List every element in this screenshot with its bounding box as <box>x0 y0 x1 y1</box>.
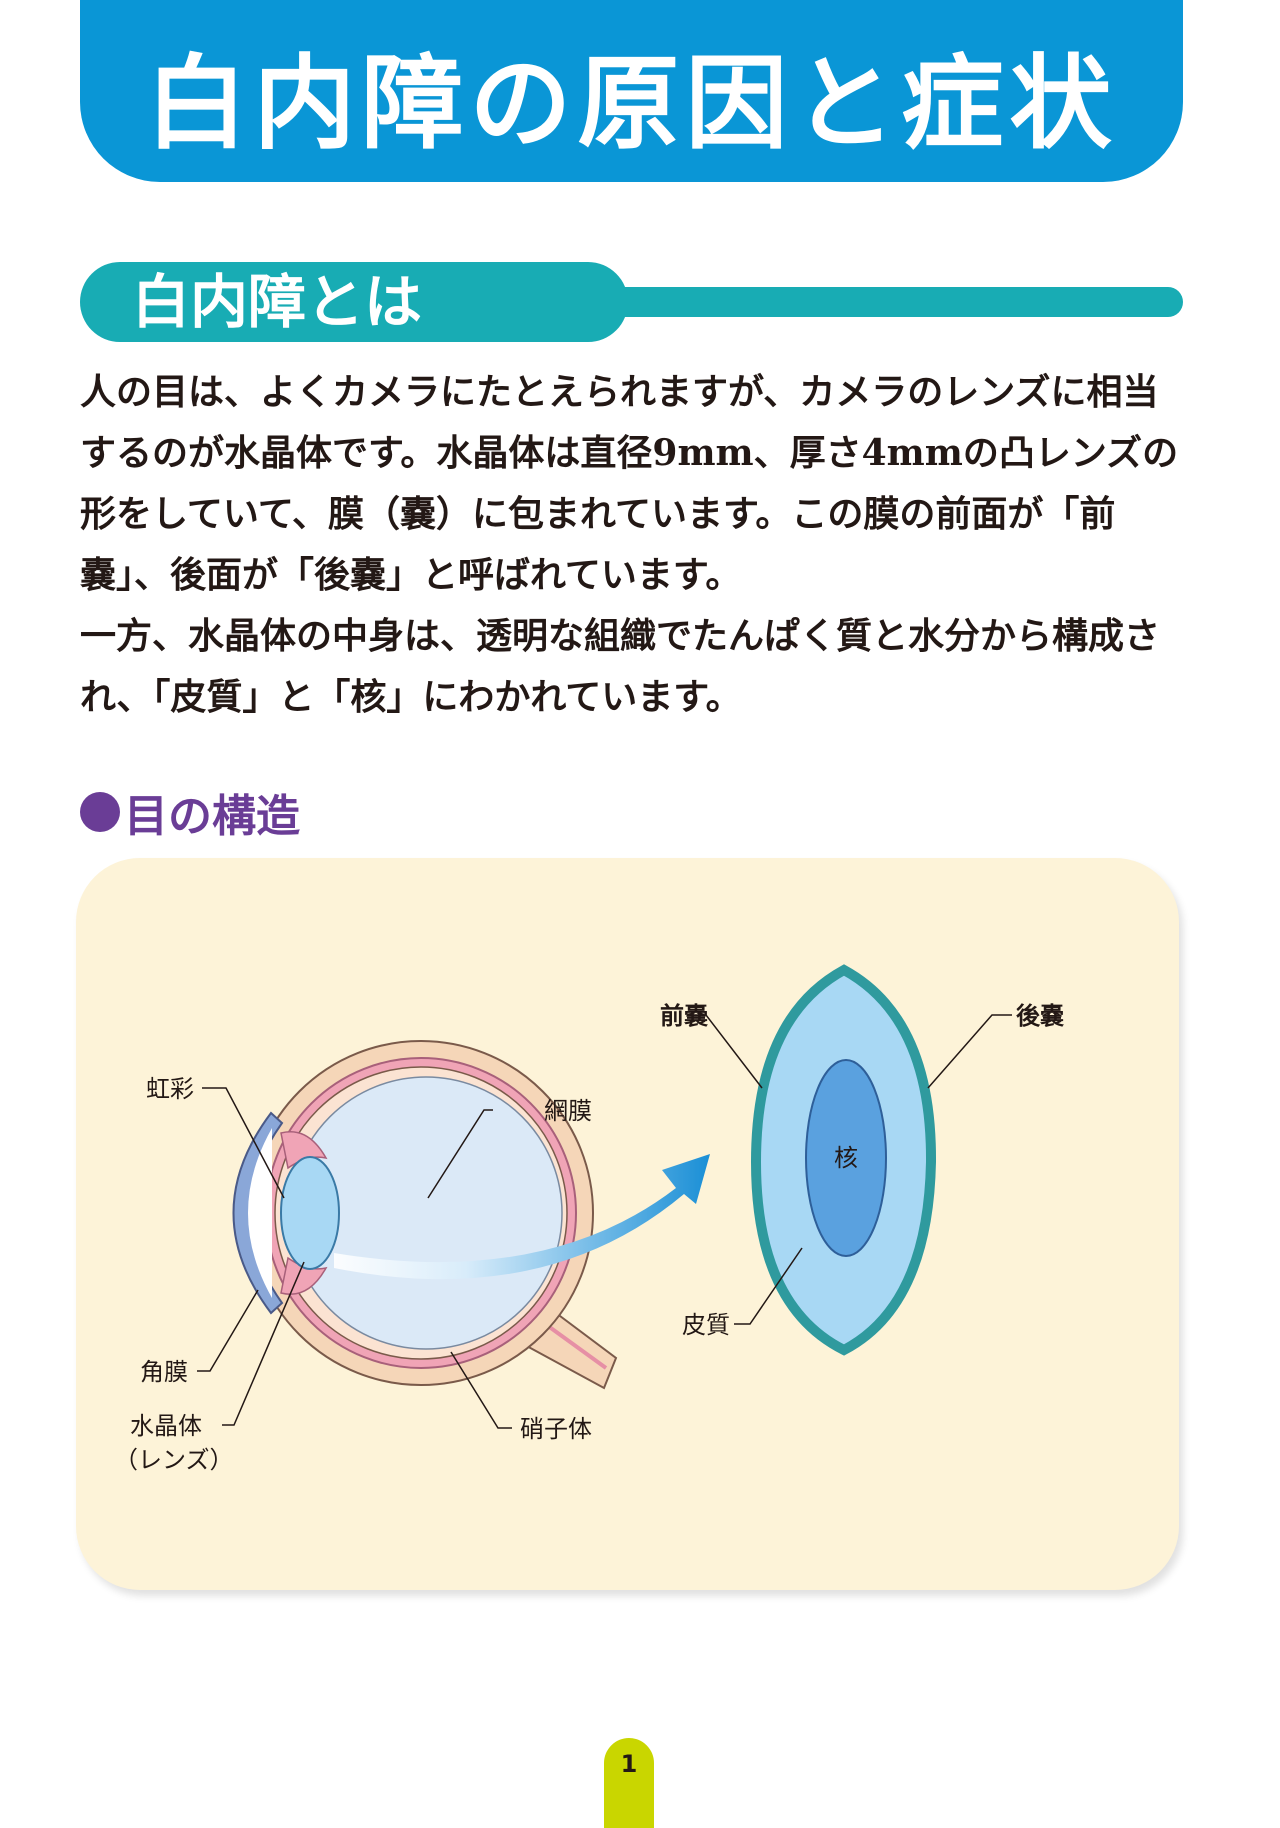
eye-structure-illustration: 虹彩 網膜 角膜 水晶体 （レンズ） 硝子体 前嚢 後嚢 核 皮質 <box>114 964 1065 1474</box>
cortex-leader-line <box>734 1247 803 1325</box>
label-iris: 虹彩 <box>146 1075 194 1103</box>
body-paragraph-2: 一方、水晶体の中身は、透明な組織でたんぱく質と水分から構成され、「皮質」と「核」… <box>80 615 1161 718</box>
label-lens-line1: 水晶体 <box>130 1412 202 1440</box>
section-heading-bar <box>600 287 1183 317</box>
body-text: 人の目は、よくカメラにたとえられますが、カメラのレンズに相当するのが水晶体です。… <box>80 362 1190 728</box>
title-banner: 白内障の原因と症状 <box>80 0 1183 182</box>
body-paragraph-1: 人の目は、よくカメラにたとえられますが、カメラのレンズに相当するのが水晶体です。… <box>80 371 1179 596</box>
diagram-heading-text: 目の構造 <box>124 791 300 842</box>
label-posterior-capsule: 後嚢 <box>1016 1002 1065 1030</box>
eye-structure-diagram: 虹彩 網膜 角膜 水晶体 （レンズ） 硝子体 前嚢 後嚢 核 皮質 <box>76 858 1179 1590</box>
page-number-tab: 1 <box>604 1738 654 1828</box>
section-heading: 白内障とは <box>80 262 628 342</box>
label-lens-line2: （レンズ） <box>114 1446 234 1474</box>
eyeball-illustration <box>232 1040 618 1390</box>
crystalline-lens <box>280 1156 340 1270</box>
diagram-heading: 目の構造 <box>80 782 300 842</box>
vitreous-leader-line <box>450 1351 512 1429</box>
magnified-lens-illustration <box>750 964 937 1356</box>
label-nucleus: 核 <box>834 1144 858 1172</box>
anterior-chamber <box>248 1128 272 1298</box>
label-anterior-capsule: 前嚢 <box>660 1002 709 1030</box>
lens-leader-line <box>222 1261 305 1426</box>
page-number: 1 <box>620 1750 638 1778</box>
page-title: 白内障の原因と症状 <box>145 44 1118 164</box>
label-cornea: 角膜 <box>140 1358 188 1386</box>
label-retina: 網膜 <box>544 1097 592 1125</box>
cornea-leader-line <box>197 1289 259 1372</box>
lens-nucleus <box>805 1059 887 1257</box>
section-heading-text: 白内障とは <box>132 268 423 336</box>
label-vitreous: 硝子体 <box>520 1415 592 1443</box>
leader-lines <box>197 1014 1012 1429</box>
iris-leader-line <box>202 1087 285 1199</box>
anterior-capsule-leader-line <box>687 1014 763 1089</box>
bullet-dot-icon <box>80 792 120 832</box>
magnify-arrow <box>334 1154 710 1280</box>
retina-leader-line <box>427 1109 493 1199</box>
label-cortex: 皮質 <box>682 1311 730 1339</box>
posterior-capsule-leader-line <box>927 1014 1012 1089</box>
